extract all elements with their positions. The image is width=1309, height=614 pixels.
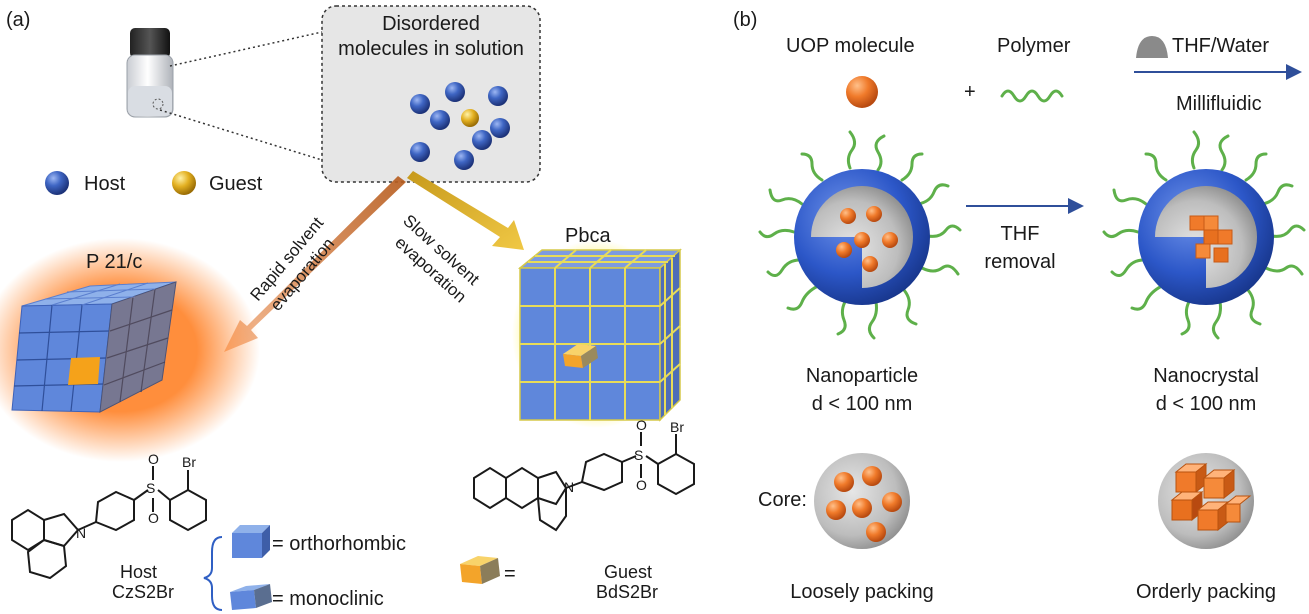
guest-cell: [68, 357, 100, 385]
polymer-brushes: [1102, 130, 1306, 340]
guest-atom-n: N: [564, 479, 574, 495]
zoom-line-bottom: [159, 109, 323, 161]
guest-atom-br: Br: [670, 419, 684, 435]
guest-molecule: [461, 109, 479, 127]
host-name: Host: [120, 562, 157, 582]
nanocrystal-size: d < 100 nm: [1156, 393, 1257, 415]
legend-host-label: Host: [84, 173, 126, 195]
monoclinic-cube-icon: [230, 584, 272, 610]
process-label: Millifluidic: [1176, 93, 1262, 115]
core-label: Core:: [758, 489, 807, 511]
guest-equals: =: [504, 563, 516, 585]
nanocrystal-label: Nanocrystal: [1153, 365, 1259, 387]
guest-atom-o-top: O: [636, 417, 647, 433]
guest-cube-icon: [460, 556, 500, 584]
ordered-core-inset: [1158, 453, 1254, 549]
orderly-packing-label: Orderly packing: [1136, 581, 1276, 603]
ordered-core-cubes: [1189, 215, 1233, 263]
solution-molecules: [410, 82, 510, 170]
solution-title-line2: molecules in solution: [338, 38, 524, 60]
nanoparticle-size: d < 100 nm: [812, 393, 913, 415]
solution-title-line1: Disordered: [382, 13, 480, 35]
loose-packing-label: Loosely packing: [790, 581, 933, 603]
orthorhombic-crystal: [517, 248, 682, 422]
guest-atom-o-bottom: O: [636, 477, 647, 493]
host-atom-n: N: [76, 525, 86, 541]
uop-label: UOP molecule: [786, 35, 915, 57]
pbca-label: Pbca: [565, 225, 611, 247]
host-molecule: [410, 94, 430, 114]
guest-name: Guest: [604, 562, 652, 582]
host-molecule: [410, 142, 430, 162]
orthorhombic-cube-icon: [232, 525, 270, 558]
p21c-label: P 21/c: [86, 251, 142, 273]
loose-core-inset: [814, 453, 910, 549]
panel-a-label: (a): [6, 9, 30, 31]
solvent-label: THF/Water: [1172, 35, 1269, 57]
rapid-evaporation-arrow: [224, 176, 406, 352]
guest-atom-s: S: [634, 447, 643, 463]
panel-b-label: (b): [733, 9, 757, 31]
host-atom-o-top: O: [148, 451, 159, 467]
host-molecule: [488, 86, 508, 106]
solvent-drop-icon: [1136, 36, 1168, 58]
uop-molecule-icon: [846, 76, 878, 108]
polymer-label: Polymer: [997, 35, 1071, 57]
thf-label-line1: THF: [1001, 223, 1040, 245]
polymer-chain-icon: [1000, 89, 1064, 103]
bracket: [203, 536, 223, 611]
slow-evaporation-arrow: [407, 171, 524, 250]
nanocrystal: [1102, 130, 1306, 340]
zoom-line-top: [169, 31, 323, 67]
nanoparticle-label: Nanoparticle: [806, 365, 918, 387]
host-molecule: [490, 118, 510, 138]
orthorhombic-label: = orthorhombic: [272, 533, 406, 555]
guest-cell: [563, 344, 598, 368]
host-atom-s: S: [146, 480, 155, 496]
polymer-brushes: [758, 130, 962, 340]
host-molecule: [430, 110, 450, 130]
loose-core-spheres: [836, 206, 898, 272]
thf-label-line2: removal: [984, 251, 1055, 273]
host-code: CzS2Br: [112, 582, 174, 602]
guest-code: BdS2Br: [596, 582, 658, 602]
monoclinic-crystal: [11, 281, 177, 413]
host-structure: [11, 466, 207, 580]
nanoparticle: [758, 130, 962, 340]
legend-host-swatch: [45, 171, 69, 195]
host-molecule: [445, 82, 465, 102]
monoclinic-label: = monoclinic: [272, 588, 384, 610]
legend-guest-label: Guest: [209, 173, 263, 195]
vial-icon: [126, 28, 174, 118]
host-atom-o-bottom: O: [148, 510, 159, 526]
host-molecule: [472, 130, 492, 150]
host-molecule: [454, 150, 474, 170]
plus-sign: +: [964, 81, 976, 103]
legend-guest-swatch: [172, 171, 196, 195]
host-atom-br: Br: [182, 454, 196, 470]
guest-structure: [473, 432, 695, 532]
